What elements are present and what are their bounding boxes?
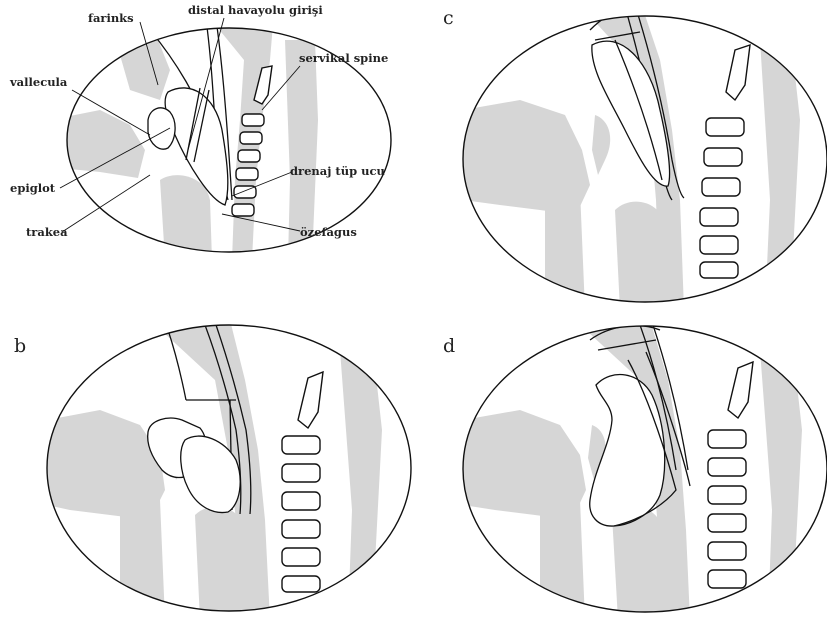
label-epiglot: epiglot — [10, 181, 56, 195]
panel-b: b — [14, 320, 411, 620]
panel-d: d — [443, 320, 827, 620]
panel-a: farinks distal havayolu girişi servikal … — [9, 0, 391, 260]
label-servikal-spine: servikal spine — [299, 51, 388, 65]
panel-c: c — [443, 0, 827, 310]
panel-letter-c: c — [443, 7, 454, 29]
label-distal-havayolu-girisi: distal havayolu girişi — [188, 3, 323, 17]
panel-letter-d: d — [443, 335, 455, 357]
label-vallecula: vallecula — [9, 75, 68, 89]
label-ozefagus: özefagus — [300, 225, 357, 239]
panel-letter-b: b — [14, 335, 26, 357]
label-farinks: farinks — [88, 11, 134, 25]
label-drenaj-tup-ucu: drenaj tüp ucu — [290, 164, 385, 178]
label-trakea: trakea — [26, 225, 68, 239]
